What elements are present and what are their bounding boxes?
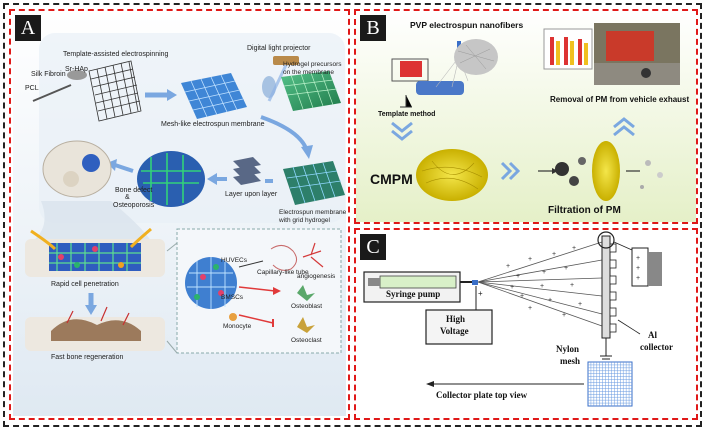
label-electrospun-membrane: Electrospun membrane [279,209,347,216]
scaffold-block [137,151,205,207]
label-mesh: mesh [560,356,580,366]
label-template-method: Template method [378,111,436,118]
svg-text:+: + [478,289,483,298]
label-hydrogel-precursors: Hydrogel precursors [283,61,342,68]
panel-c: + ++++ +++ +++ +++ ++ + + + [354,228,698,420]
electrospray-jets [477,241,603,327]
panel-c-badge: C [360,234,386,260]
label-cmpm: CMPM [370,171,413,187]
panel-b-badge: B [360,15,386,41]
svg-text:+: + [540,283,544,290]
label-monocyte: Monocyte [223,323,252,330]
panel-a-badge: A [15,15,41,41]
label-bone-defect: Bone defect [115,187,153,194]
panel-a-illustration [13,13,346,416]
label-collector: collector [640,342,673,352]
label-syringe-pump: Syringe pump [386,289,441,299]
label-huvecs: HUVECs [221,257,248,264]
label-removal-pm: Removal of PM from vehicle exhaust [550,95,690,104]
svg-text:+: + [510,284,514,291]
label-silk-fibroin: Silk Fibroin [31,71,66,78]
svg-text:+: + [506,263,510,270]
svg-text:+: + [570,282,574,289]
needle-tip [472,280,478,285]
bone-tissue-regeneration [25,306,165,351]
svg-text:+: + [636,275,640,282]
label-fast-regeneration: Fast bone regeneration [51,354,124,361]
svg-text:+: + [542,269,546,276]
bone-tissue-penetration [25,227,165,277]
svg-text:+: + [636,265,640,272]
svg-text:+: + [564,265,568,272]
hydrogel-membrane [281,71,341,111]
cell-inset [166,228,342,354]
label-digital-light-projector: Digital light projector [247,45,311,52]
panel-a: A Template-assisted electrospinning Silk… [9,9,350,420]
svg-text:+: + [572,245,576,252]
power-supply [400,61,422,77]
filter-membrane [592,141,620,201]
label-layer-upon-layer: Layer upon layer [225,191,278,198]
svg-text:+: + [528,305,532,312]
figure-border [3,3,702,427]
collector-rail [601,235,611,339]
collector-top-view-grid [587,361,633,407]
svg-text:+: + [552,251,556,258]
label-mesh-membrane: Mesh-like electrospun membrane [161,121,265,128]
collector-zoom: + + + [631,247,662,287]
label-on-membrane: on the membrane [283,69,334,76]
label-bmscs: BMSCs [221,294,244,301]
svg-text:+: + [636,255,640,262]
label-with-grid-hydrogel: with grid hydrogel [279,217,330,224]
label-angiogenesis: angiogenesis [297,273,336,280]
skull-model [42,140,112,198]
label-filtration-pm: Filtration of PM [548,205,621,216]
mesh-membrane [181,73,247,119]
svg-text:+: + [548,297,552,304]
svg-text:+: + [528,256,532,263]
label-osteoblast: Osteoblast [291,303,323,310]
rotating-collector [416,81,464,95]
label-collector-top-view: Collector plate top view [436,390,528,400]
svg-text:+: + [578,301,582,308]
label-rapid-penetration: Rapid cell penetration [51,281,119,288]
label-voltage: Voltage [440,326,469,336]
panel-c-illustration: + ++++ +++ +++ +++ ++ + + + [356,230,696,418]
label-amp: & [125,194,130,201]
label-capillary-tube: Capillary-like tube [257,269,309,276]
label-pcl: PCL [25,85,39,92]
label-nylon: Nylon [556,344,580,354]
label-high: High [446,314,466,324]
label-al: Al [648,330,657,340]
cmpm-membrane [416,149,488,201]
svg-text:+: + [520,293,524,300]
label-template-electrospinning: Template-assisted electrospinning [63,51,169,58]
label-pvp-nanofibers: PVP electrospun nanofibers [410,20,524,30]
syringe-barrel [379,275,457,289]
panel-b-illustration [356,11,696,222]
svg-text:+: + [562,312,566,319]
label-osteoclast: Osteoclast [291,337,322,344]
svg-text:+: + [516,273,520,280]
panel-b: B PVP electrospun nanofibers Removal of … [354,9,698,224]
label-sr-hap: Sr-HAp [65,66,88,73]
label-osteoporosis: Osteoporosis [113,202,155,209]
high-voltage-box [425,309,493,345]
